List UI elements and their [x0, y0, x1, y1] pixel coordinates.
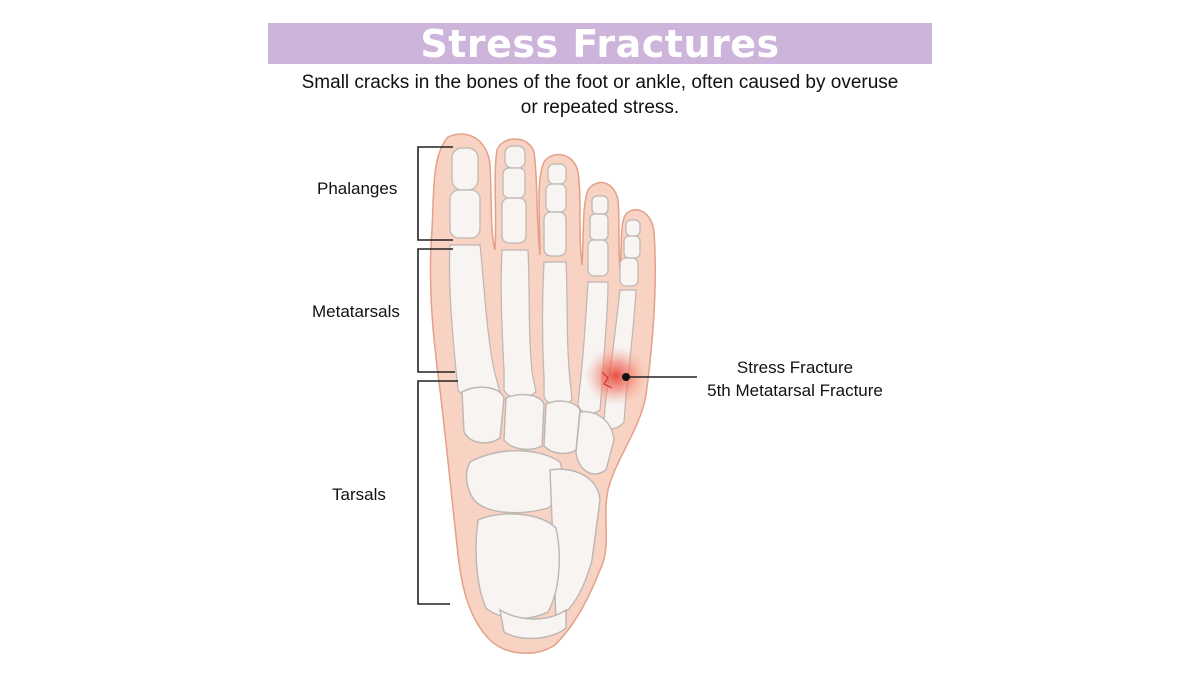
metatarsals-bracket: [417, 248, 455, 373]
fracture-callout-leader: [622, 373, 697, 381]
fracture-marker-dot: [622, 373, 630, 381]
label-tarsals: Tarsals: [332, 485, 386, 504]
subtitle-line-2: or repeated stress.: [520, 97, 680, 118]
title-band: Stress Fractures: [268, 23, 932, 64]
callout-line-2: 5th Metatarsal Fracture: [707, 381, 883, 400]
subtitle: Small cracks in the bones of the foot or…: [268, 70, 932, 120]
page-title: Stress Fractures: [420, 21, 780, 66]
tarsal-bones: [461, 386, 615, 640]
label-metatarsals: Metatarsals: [312, 302, 400, 321]
callout-line-1: Stress Fracture: [736, 358, 854, 377]
phalanges-bones: [449, 145, 641, 287]
brackets: [417, 146, 458, 605]
fracture-site: [584, 346, 648, 406]
label-phalanges: Phalanges: [317, 179, 398, 198]
fracture-callout: Stress Fracture 5th Metatarsal Fracture: [700, 356, 890, 402]
phalanges-bracket: [417, 146, 453, 241]
subtitle-line-1: Small cracks in the bones of the foot or…: [301, 72, 899, 93]
tarsals-bracket: [417, 380, 458, 605]
